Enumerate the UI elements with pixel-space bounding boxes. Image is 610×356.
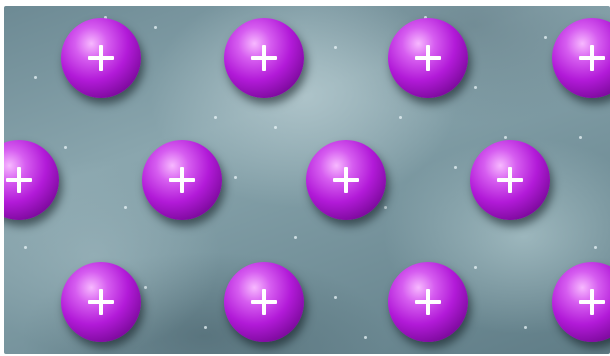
background-speck — [294, 236, 297, 239]
plus-icon — [579, 289, 605, 315]
background-speck — [579, 136, 582, 139]
background-speck — [524, 326, 527, 329]
background-speck — [544, 36, 547, 39]
background-speck — [24, 246, 27, 249]
plus-icon — [88, 289, 114, 315]
background-speck — [144, 286, 147, 289]
positive-ion — [224, 262, 304, 342]
plus-icon — [6, 167, 32, 193]
background-speck — [124, 206, 127, 209]
positive-ion — [552, 262, 610, 342]
background-speck — [594, 246, 597, 249]
background-speck — [274, 126, 277, 129]
positive-ion — [388, 262, 468, 342]
background-speck — [154, 26, 157, 29]
plus-icon — [251, 289, 277, 315]
plus-icon — [415, 45, 441, 71]
background-speck — [454, 166, 457, 169]
positive-ion — [142, 140, 222, 220]
plus-icon — [579, 45, 605, 71]
background-speck — [474, 86, 477, 89]
background-speck — [334, 296, 337, 299]
background-speck — [474, 266, 477, 269]
positive-ion — [306, 140, 386, 220]
background-speck — [399, 116, 402, 119]
background-speck — [504, 136, 507, 139]
positive-ion — [61, 18, 141, 98]
positive-ion — [61, 262, 141, 342]
positive-ion — [224, 18, 304, 98]
background-speck — [334, 46, 337, 49]
background-speck — [204, 326, 207, 329]
background-speck — [234, 176, 237, 179]
background-speck — [384, 206, 387, 209]
plus-icon — [497, 167, 523, 193]
background-speck — [34, 76, 37, 79]
positive-ion — [552, 18, 610, 98]
plus-icon — [169, 167, 195, 193]
plus-icon — [88, 45, 114, 71]
plus-icon — [333, 167, 359, 193]
plus-icon — [251, 45, 277, 71]
positive-ion — [470, 140, 550, 220]
background-speck — [214, 116, 217, 119]
plus-icon — [415, 289, 441, 315]
background-speck — [64, 146, 67, 149]
positive-ion — [388, 18, 468, 98]
positive-ion — [4, 140, 59, 220]
background-speck — [364, 336, 367, 339]
ion-lattice-scene — [4, 6, 610, 354]
